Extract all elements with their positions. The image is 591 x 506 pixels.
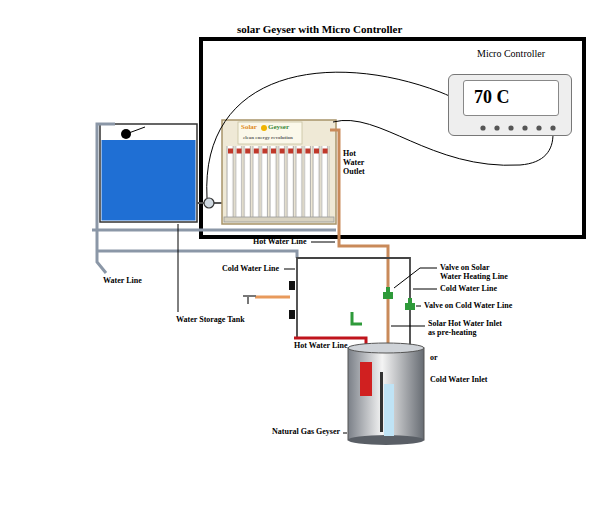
diagram-title: solar Geyser with Micro Controller — [237, 23, 402, 35]
part-label: Valve on Cold Water Line — [424, 302, 512, 311]
part-label: Water Line — [103, 277, 142, 286]
part-label: Solar — [241, 124, 257, 132]
temperature-reading: 70 C — [464, 88, 510, 108]
cold-water-pipe — [297, 258, 410, 348]
part-label: Hot Water Line — [253, 238, 306, 247]
part-label: Valve on Solar Water Heating Line — [440, 264, 511, 282]
tap — [243, 296, 290, 304]
button-dot — [536, 125, 541, 130]
part-label: Cold Water Inlet — [430, 376, 487, 385]
pipe-fittings — [289, 281, 295, 319]
button-dot — [550, 125, 555, 130]
part-label: Water Storage Tank — [176, 316, 245, 325]
temperature-display: 70 C — [463, 80, 559, 116]
leader-lines — [178, 224, 437, 433]
part-label: clean energy revolution — [243, 135, 293, 141]
button-dot — [480, 125, 485, 130]
part-label: Geyser — [268, 124, 289, 132]
part-label: Cold Water Line — [440, 285, 497, 294]
button-dot — [508, 125, 513, 130]
gas-geyser — [348, 343, 424, 445]
part-label: Natural Gas Geyser — [272, 428, 340, 437]
part-label: or — [430, 354, 438, 363]
button-dot — [522, 125, 527, 130]
button-dot — [494, 125, 499, 130]
part-label: Solar Hot Water Inlet as pre-heating — [428, 320, 507, 338]
controller-device: Micro Controller70 C — [448, 74, 572, 136]
controller-frame — [201, 39, 584, 237]
part-label: Hot Water Line — [294, 342, 347, 351]
water-storage-tank — [100, 124, 197, 222]
part-label: Cold Water Line — [222, 265, 279, 274]
water-line-pipes — [92, 124, 336, 273]
valves — [352, 287, 415, 324]
pump — [197, 198, 222, 208]
solar-hot-water-pipe — [330, 130, 388, 348]
solar-panel — [222, 120, 336, 224]
device-heading: Micro Controller — [477, 48, 545, 59]
part-label: Hot Water Outlet — [343, 150, 373, 176]
